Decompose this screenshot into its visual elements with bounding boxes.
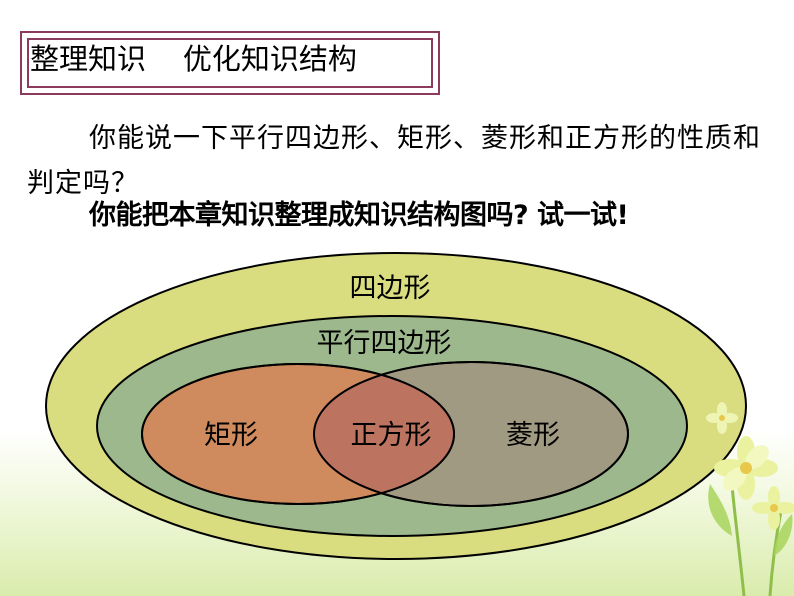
rectangle-outline bbox=[141, 363, 455, 505]
flower-icon bbox=[752, 486, 794, 530]
slide-title: 整理知识 优化知识结构 bbox=[30, 42, 357, 76]
flower-icon bbox=[714, 436, 778, 500]
label-square: 正方形 bbox=[351, 420, 432, 451]
label-parallelogram: 平行四边形 bbox=[317, 328, 452, 359]
task-prompt: 你能把本章知识整理成知识结构图吗? 试一试! bbox=[89, 200, 629, 231]
label-rhombus: 菱形 bbox=[506, 420, 560, 451]
flower-decoration bbox=[706, 402, 794, 596]
flower-icon bbox=[706, 402, 738, 434]
label-quadrilateral: 四边形 bbox=[350, 273, 431, 304]
label-rectangle: 矩形 bbox=[204, 420, 258, 451]
title-frame-inner bbox=[27, 38, 433, 88]
square-overlap-region bbox=[314, 364, 454, 504]
question-paragraph: 你能说一下平行四边形、矩形、菱形和正方形的性质和判定吗？ bbox=[27, 123, 761, 199]
rhombus-outline bbox=[313, 361, 629, 507]
title-frame: 整理知识 优化知识结构 bbox=[20, 31, 440, 95]
